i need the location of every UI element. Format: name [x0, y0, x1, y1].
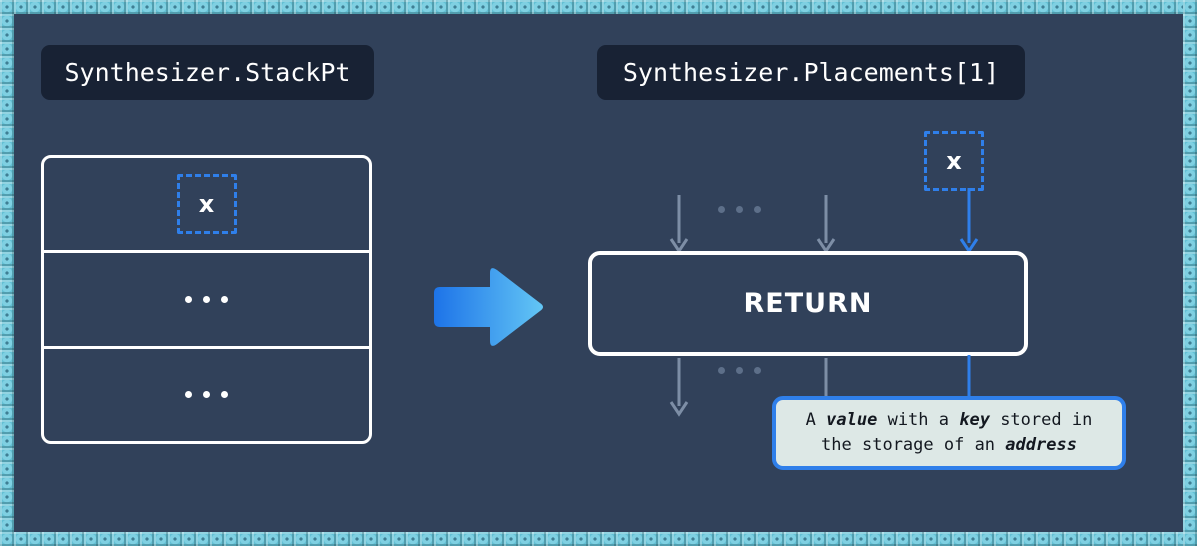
opcode-return-box[interactable]: RETURN — [588, 251, 1028, 356]
stack-row — [44, 345, 369, 441]
description-tooltip: A value with a key stored in the storage… — [772, 396, 1126, 470]
input-arrow-accent — [959, 188, 979, 254]
output-ellipsis — [718, 367, 761, 374]
stack-ellipsis — [185, 391, 228, 399]
placement-slot-x[interactable]: x — [924, 131, 984, 191]
tooltip-term-key: key — [959, 409, 990, 430]
left-panel-title: Synthesizer.StackPt — [41, 45, 374, 100]
frame-border-left — [0, 0, 14, 546]
tooltip-mid-1: with a — [877, 409, 960, 430]
frame-border-right — [1183, 0, 1197, 546]
placement-input-slot-wrapper: x — [924, 131, 984, 191]
stack-slot-x[interactable]: x — [176, 174, 237, 235]
frame-border-top — [0, 0, 1197, 14]
tooltip-term-address: address — [1005, 435, 1077, 455]
stack-container: x — [41, 155, 372, 444]
right-arrow-icon — [434, 268, 543, 346]
frame-border-bottom — [0, 532, 1197, 546]
input-arrow-muted-2 — [816, 195, 836, 254]
tooltip-term-value: value — [826, 409, 878, 430]
right-panel-title: Synthesizer.Placements[1] — [597, 45, 1025, 100]
tooltip-prefix: A — [805, 409, 827, 430]
stack-row — [44, 250, 369, 345]
input-arrow-muted-1 — [669, 195, 689, 254]
input-ellipsis — [718, 206, 761, 213]
stack-row: x — [44, 158, 369, 250]
tooltip-mid-2: stored in the storage of an — [821, 409, 1093, 456]
output-arrow-muted-1 — [669, 358, 689, 417]
stack-ellipsis — [185, 295, 228, 303]
